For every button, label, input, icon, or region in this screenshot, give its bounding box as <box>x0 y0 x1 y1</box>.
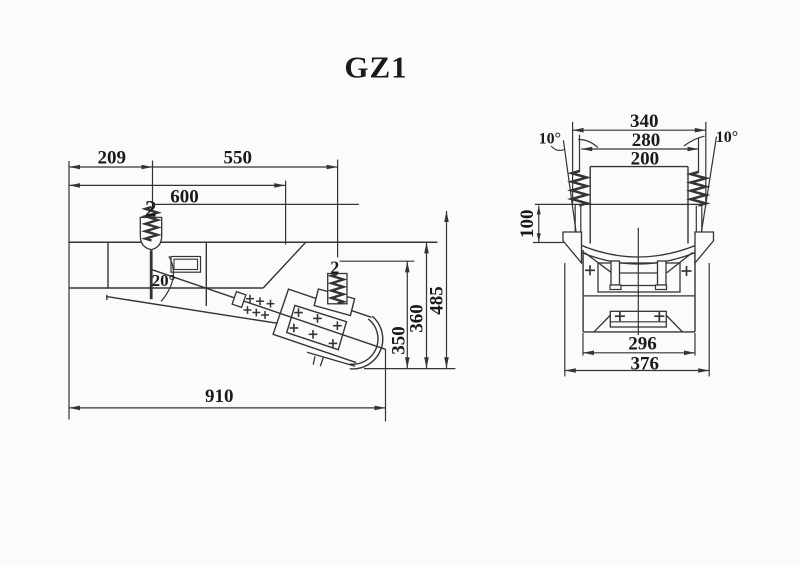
svg-text:600: 600 <box>170 187 199 208</box>
svg-text:2: 2 <box>330 258 339 278</box>
svg-text:910: 910 <box>205 386 234 407</box>
svg-text:360: 360 <box>407 304 428 333</box>
svg-text:20°: 20° <box>152 271 176 290</box>
svg-text:296: 296 <box>628 334 657 355</box>
svg-text:209: 209 <box>98 148 127 169</box>
svg-text:340: 340 <box>630 111 659 132</box>
svg-text:10°: 10° <box>539 131 561 148</box>
svg-text:280: 280 <box>632 130 661 151</box>
svg-text:10°: 10° <box>716 129 738 146</box>
svg-text:100: 100 <box>517 209 538 238</box>
svg-text:376: 376 <box>630 353 659 374</box>
svg-text:485: 485 <box>427 286 448 315</box>
svg-text:350: 350 <box>389 326 410 355</box>
svg-text:GZ1: GZ1 <box>344 50 407 85</box>
svg-text:550: 550 <box>224 148 253 169</box>
svg-text:2: 2 <box>145 196 157 221</box>
svg-text:200: 200 <box>631 148 660 169</box>
